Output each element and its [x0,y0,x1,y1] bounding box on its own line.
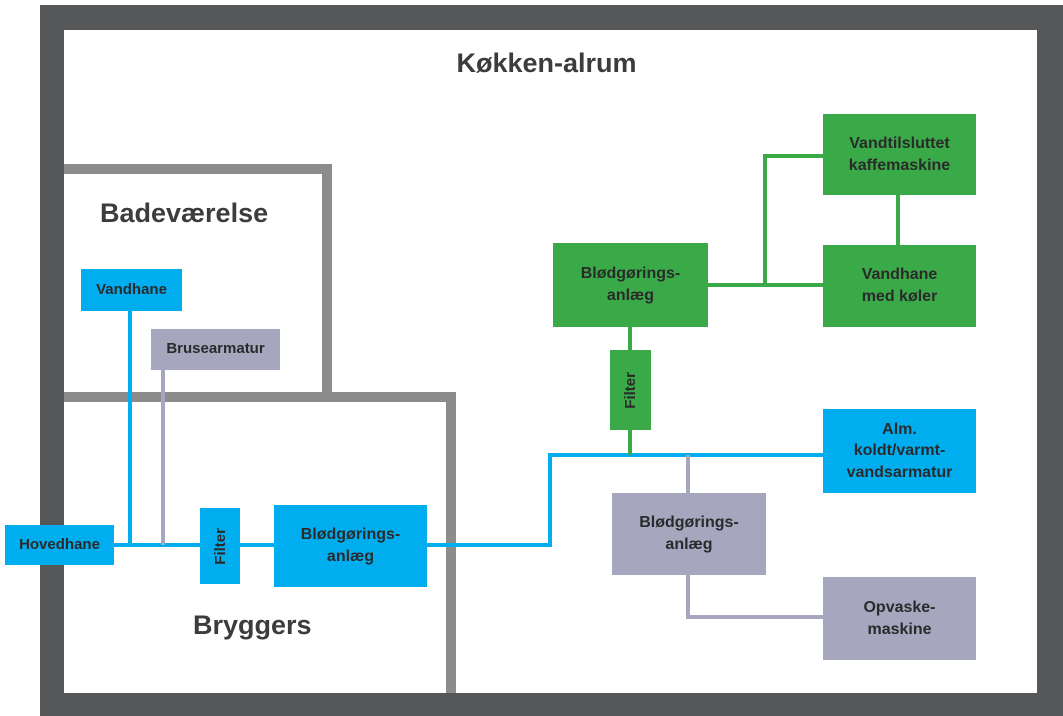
grey-pipes [161,369,823,619]
kitchen-filter-label: Filter [622,371,639,409]
shower-mixer-node: Brusearmatur [151,329,280,370]
main-valve-node: Hovedhane [5,525,114,565]
tap-cooler-node: Vandhane med køler [823,245,976,327]
mixer-tap-node: Alm. koldt/varmt- vandsarmatur [823,409,976,493]
kitchen-filter-node: Filter [610,350,651,430]
dishwasher-node: Opvaske- maskine [823,577,976,660]
bath-tap-node: Vandhane [81,269,182,311]
pipe-to-coffee-machine [763,154,823,285]
pipe-to-dishwasher [686,575,823,619]
kitchen-room-label: Køkken-alrum [456,48,637,78]
utility-wall [64,392,456,693]
kitchen-grey-softener-node: Blødgørings- anlæg [612,493,766,575]
green-pipes [628,154,900,455]
utility-filter-label: Filter [211,527,229,565]
utility-room-label: Bryggers [193,610,312,640]
bathroom-room-label: Badeværelse [100,198,269,228]
coffee-machine-node: Vandtilsluttet kaffemaskine [823,114,976,195]
utility-filter-node: Filter [200,508,240,584]
utility-softener-node: Blødgørings- anlæg [274,505,427,587]
kitchen-green-softener-node: Blødgørings- anlæg [553,243,708,327]
bathroom-wall [64,164,332,392]
pipe-to-kitchen [548,453,823,545]
interior-walls [64,164,456,693]
